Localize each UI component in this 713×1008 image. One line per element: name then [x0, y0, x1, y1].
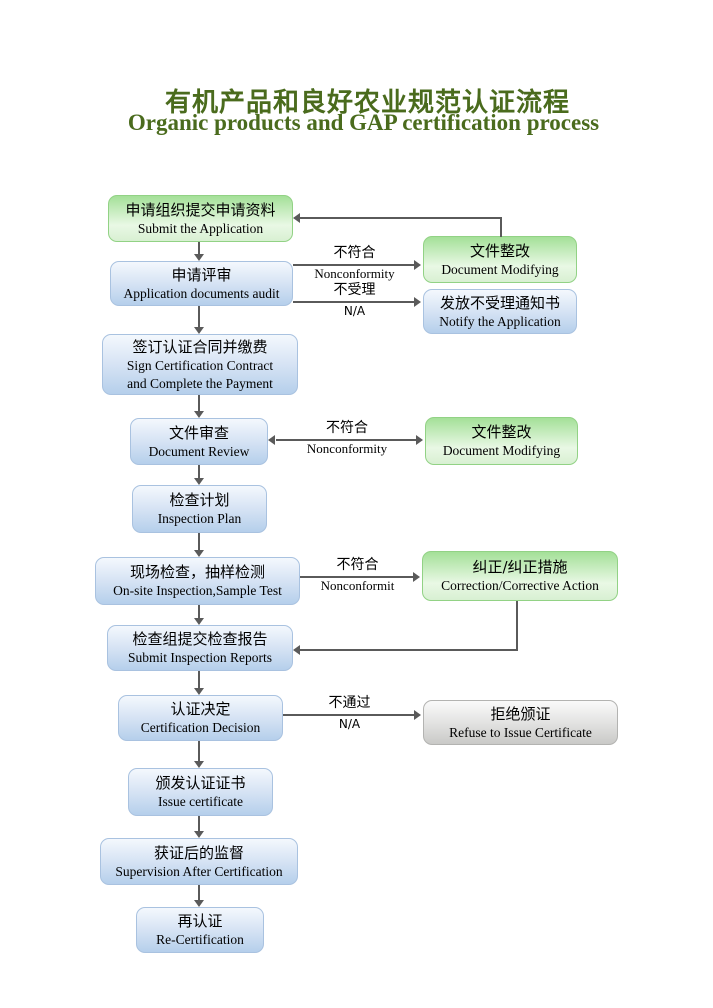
edge-label-cn: 不通过 — [328, 695, 371, 711]
node-corrective-action: 纠正/纠正措施 Correction/Corrective Action — [422, 551, 618, 601]
node-label-en: Document Modifying — [441, 261, 559, 277]
arrowhead-right-icon — [414, 260, 421, 270]
node-label-cn: 申请组织提交申请资料 — [125, 200, 276, 219]
arrowhead-right-icon — [416, 435, 423, 445]
node-label-en: Submit the Application — [137, 220, 264, 236]
connector-line — [283, 714, 416, 716]
connector-line — [198, 395, 200, 411]
arrowhead-down-icon — [194, 831, 204, 838]
arrowhead-down-icon — [194, 550, 204, 557]
connector-line — [500, 217, 502, 237]
node-label-cn: 颁发认证证书 — [155, 774, 246, 792]
arrowhead-down-icon — [194, 327, 204, 334]
edge-label-en: Nonconformity — [306, 441, 388, 456]
node-label-en: Document Modifying — [442, 443, 561, 458]
edge-label-en: N/A — [343, 304, 366, 318]
connector-line — [300, 649, 518, 651]
connector-line — [198, 816, 200, 831]
edge-label-cn: 不受理 — [333, 282, 376, 298]
edge-label-cn: 不符合 — [333, 245, 376, 261]
node-label-cn: 现场检查，抽样检测 — [129, 563, 265, 581]
edge-label-cn: 不符合 — [326, 420, 368, 436]
node-label-en: and Complete the Payment — [127, 375, 273, 391]
node-label-en: On-site Inspection,Sample Test — [113, 583, 282, 598]
page-title-english: Organic products and GAP certification p… — [127, 110, 600, 135]
node-label-cn: 发放不受理通知书 — [439, 293, 560, 312]
node-sign-contract: 签订认证合同并缴费 Sign Certification Contract an… — [102, 334, 298, 395]
arrowhead-left-icon — [293, 213, 300, 223]
connector-line — [198, 465, 200, 478]
arrowhead-down-icon — [194, 411, 204, 418]
arrowhead-left-icon — [268, 435, 275, 445]
node-label-en: Inspection Plan — [157, 511, 242, 526]
node-label-cn: 获证后的监督 — [153, 843, 244, 862]
connector-line — [300, 217, 502, 219]
connector-line — [198, 533, 200, 550]
node-label-cn: 申请评审 — [171, 265, 232, 284]
node-label-cn: 文件整改 — [469, 241, 530, 260]
connector-line — [516, 601, 518, 651]
connector-line — [293, 264, 416, 266]
connector-line — [198, 306, 200, 327]
node-label-en: Application documents audit — [123, 285, 280, 301]
node-inspection-plan: 检查计划 Inspection Plan — [132, 485, 267, 533]
connector-line — [198, 741, 200, 761]
node-document-review: 文件审查 Document Review — [130, 418, 268, 465]
node-label-en: Notify the Application — [439, 313, 561, 329]
node-document-modifying-1: 文件整改 Document Modifying — [423, 236, 577, 283]
page-title-chinese: 有机产品和良好农业规范认证流程 — [164, 88, 570, 118]
arrowhead-down-icon — [194, 618, 204, 625]
node-label-en: Document Review — [148, 443, 250, 459]
edge-label-cn: 不符合 — [336, 557, 379, 573]
node-application-audit: 申请评审 Application documents audit — [110, 261, 293, 306]
node-label-cn: 拒绝颁证 — [490, 704, 551, 723]
connector-line — [276, 439, 418, 441]
node-label-cn: 纠正/纠正措施 — [472, 558, 568, 576]
node-label-cn: 签订认证合同并缴费 — [132, 337, 268, 356]
node-label-en: Certification Decision — [140, 720, 261, 735]
node-document-modifying-2: 文件整改 Document Modifying — [425, 417, 578, 465]
node-label-en: Correction/Corrective Action — [441, 578, 599, 593]
node-label-cn: 文件整改 — [471, 423, 532, 441]
node-refuse-certificate: 拒绝颁证 Refuse to Issue Certificate — [423, 700, 618, 745]
node-recertification: 再认证 Re-Certification — [136, 907, 264, 953]
edge-label-en: Nonconformit — [320, 578, 395, 593]
connector-line — [300, 576, 415, 578]
node-label-en: Re-Certification — [156, 932, 244, 947]
node-supervision: 获证后的监督 Supervision After Certification — [100, 838, 298, 885]
arrowhead-down-icon — [194, 478, 204, 485]
connector-line — [198, 671, 200, 688]
node-submit-application: 申请组织提交申请资料 Submit the Application — [108, 195, 293, 242]
node-label-cn: 文件审查 — [168, 423, 229, 442]
connector-line — [198, 885, 200, 900]
arrowhead-left-icon — [293, 645, 300, 655]
connector-line — [198, 605, 200, 618]
node-label-en: Sign Certification Contract — [126, 357, 274, 373]
arrowhead-down-icon — [194, 688, 204, 695]
arrowhead-down-icon — [194, 254, 204, 261]
connector-line — [293, 301, 416, 303]
node-label-en: Submit Inspection Reports — [128, 650, 272, 665]
node-label-cn: 再认证 — [177, 912, 223, 930]
node-notify-application: 发放不受理通知书 Notify the Application — [423, 289, 577, 334]
node-issue-certificate: 颁发认证证书 Issue certificate — [128, 768, 273, 816]
node-label-en: Supervision After Certification — [115, 863, 283, 879]
edge-label-en: N/A — [338, 717, 361, 731]
node-label-cn: 认证决定 — [170, 700, 231, 718]
node-certification-decision: 认证决定 Certification Decision — [118, 695, 283, 741]
arrowhead-right-icon — [414, 297, 421, 307]
connector-line — [198, 242, 200, 255]
node-label-cn: 检查组提交检查报告 — [132, 630, 268, 648]
edge-label-en: Nonconformity — [314, 266, 395, 281]
node-label-en: Issue certificate — [157, 794, 244, 809]
arrowhead-right-icon — [413, 572, 420, 582]
arrowhead-right-icon — [414, 710, 421, 720]
arrowhead-down-icon — [194, 761, 204, 768]
arrowhead-down-icon — [194, 900, 204, 907]
node-label-cn: 检查计划 — [169, 491, 230, 509]
node-label-en: Refuse to Issue Certificate — [449, 724, 592, 740]
node-onsite-inspection: 现场检查，抽样检测 On-site Inspection,Sample Test — [95, 557, 300, 605]
node-submit-reports: 检查组提交检查报告 Submit Inspection Reports — [107, 625, 293, 671]
